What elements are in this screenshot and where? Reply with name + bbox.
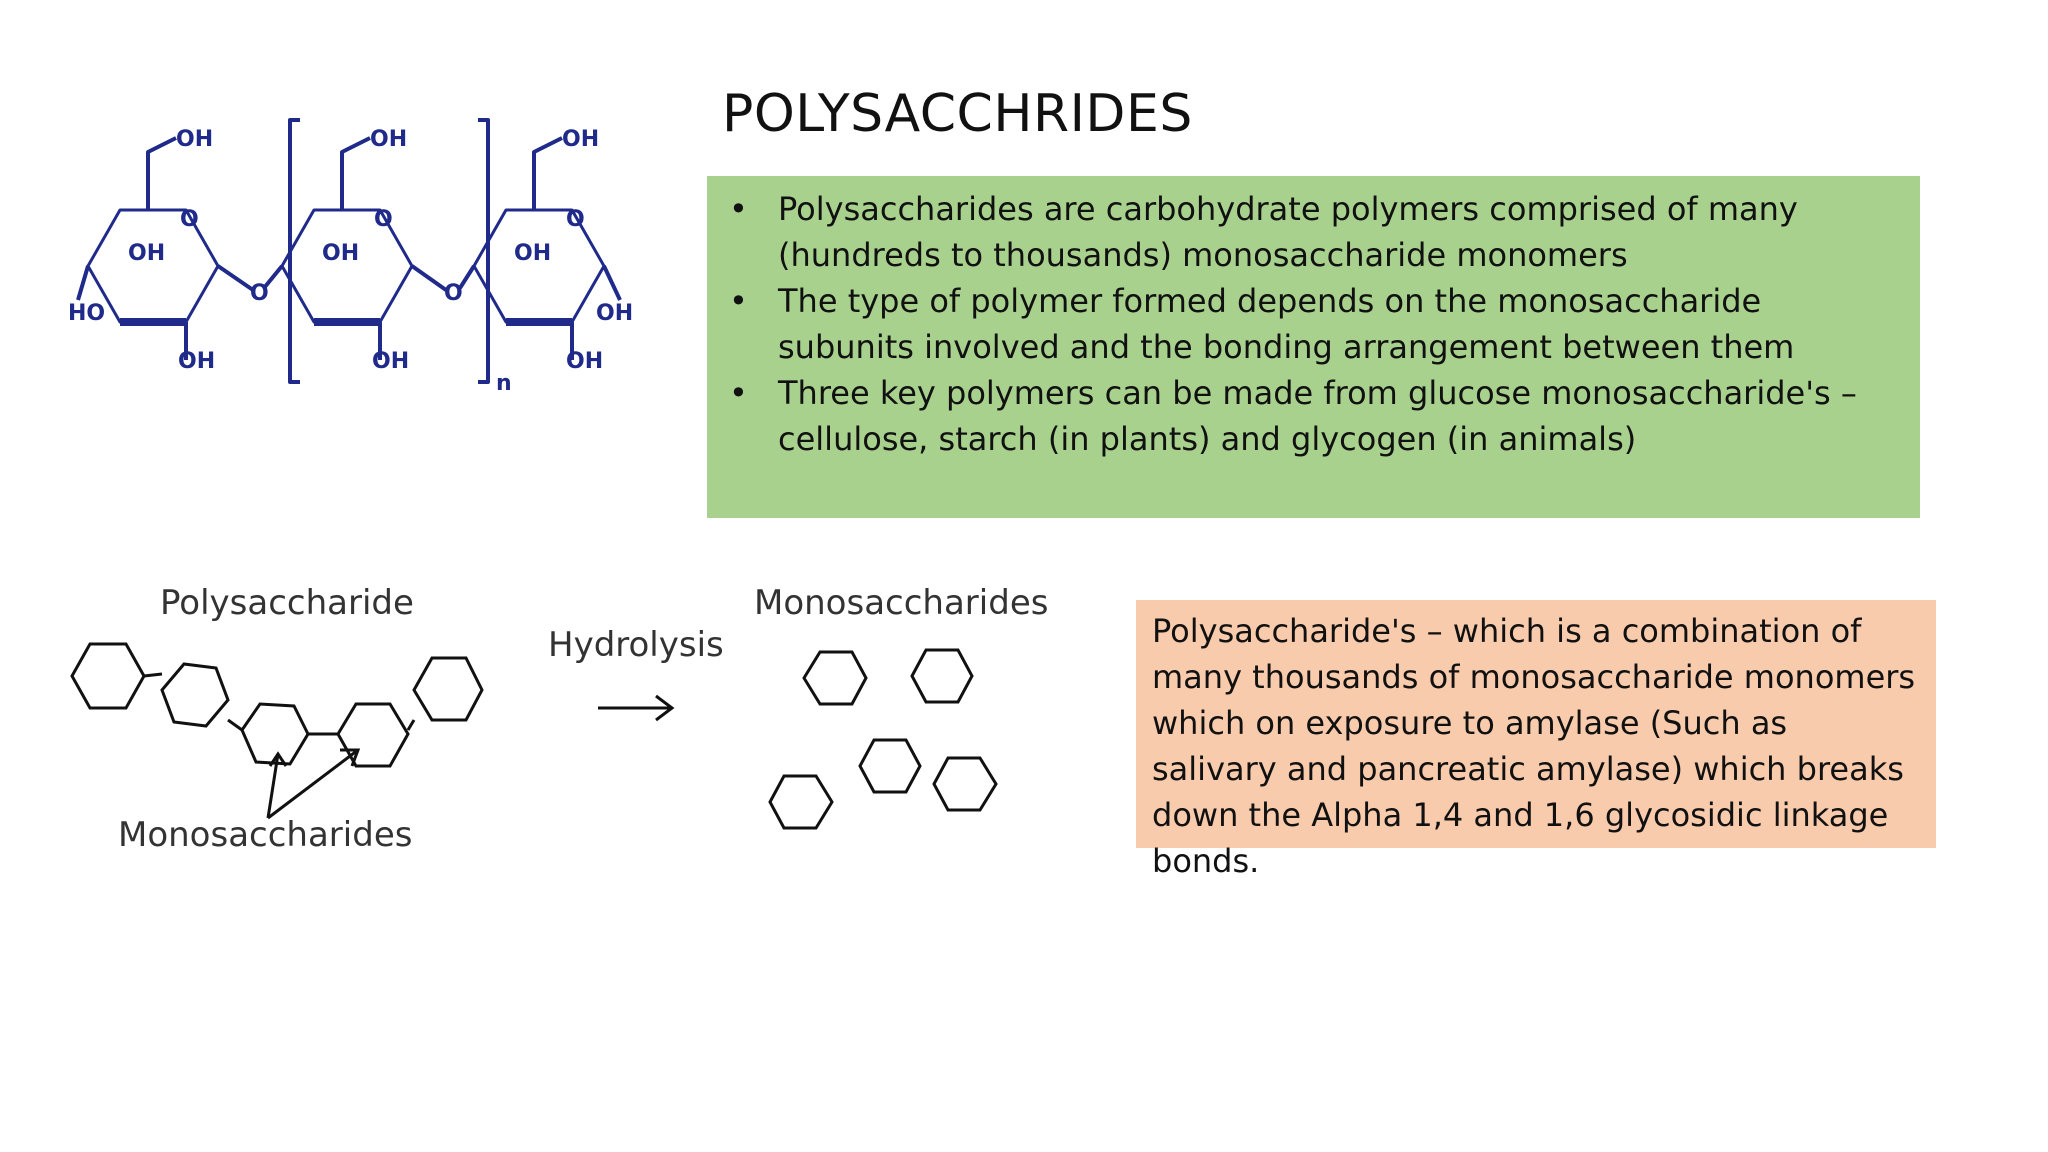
polysaccharide-label: Polysaccharide: [160, 583, 414, 623]
glucose-polymer-structure: OH OH OH O O O OH OH OH HO O O OH OH OH …: [68, 118, 633, 396]
hydrolysis-diagram: Polysaccharide Hydrolysis Monosaccharide…: [70, 583, 1048, 855]
ring-oxygen-label: O: [180, 207, 199, 232]
glycosidic-oxygen-label: O: [444, 281, 463, 306]
oh-label: OH: [514, 241, 551, 266]
glycosidic-oxygen-label: O: [250, 281, 269, 306]
amylase-note-box: Polysaccharide's – which is a combinatio…: [1136, 600, 1936, 880]
ring-oxygen-label: O: [566, 207, 585, 232]
oh-label: OH: [562, 127, 599, 152]
monomer-hexagon: [70, 642, 146, 710]
monomer-hexagon: [802, 650, 868, 706]
bullet-item: • Polysaccharides are carbohydrate polyme…: [729, 186, 1900, 278]
bullet-icon: •: [729, 190, 748, 228]
oh-label: OH: [322, 241, 359, 266]
oh-label: OH: [596, 301, 633, 326]
oh-label: OH: [370, 127, 407, 152]
monomer-hexagon: [932, 756, 998, 812]
oh-label: OH: [372, 349, 409, 374]
ring-oxygen-label: O: [374, 207, 393, 232]
bullet-text: Three key polymers can be made from gluc…: [778, 374, 1857, 458]
bullet-text: The type of polymer formed depends on th…: [778, 282, 1795, 366]
bullet-item: • The type of polymer formed depends on t…: [729, 278, 1900, 370]
monomer-hexagon: [160, 662, 230, 728]
oh-label: OH: [128, 241, 165, 266]
monomer-hexagon: [336, 702, 410, 768]
bullet-text: Polysaccharides are carbohydrate polymer…: [778, 190, 1798, 274]
bullet-icon: •: [729, 282, 748, 320]
slide-title: POLYSACCHRIDES: [722, 84, 1193, 144]
monomers-label: Monosaccharides: [118, 815, 412, 855]
monomer-hexagon: [412, 656, 484, 722]
monomer-hexagon: [910, 648, 974, 704]
monomer-hexagon: [240, 702, 310, 766]
monosaccharides-label: Monosaccharides: [754, 583, 1048, 623]
ho-label: HO: [68, 301, 105, 326]
bullet-list: • Polysaccharides are carbohydrate polyme…: [729, 186, 1900, 462]
monomer-hexagon: [768, 774, 834, 830]
repeat-n-label: n: [496, 371, 512, 396]
oh-label: OH: [176, 127, 213, 152]
oh-label: OH: [178, 349, 215, 374]
bullet-item: • Three key polymers can be made from glu…: [729, 370, 1900, 462]
oh-label: OH: [566, 349, 603, 374]
key-points-box: • Polysaccharides are carbohydrate polyme…: [707, 176, 1920, 518]
monomer-hexagon: [858, 738, 922, 794]
hydrolysis-label: Hydrolysis: [548, 625, 724, 665]
bullet-icon: •: [729, 374, 748, 412]
